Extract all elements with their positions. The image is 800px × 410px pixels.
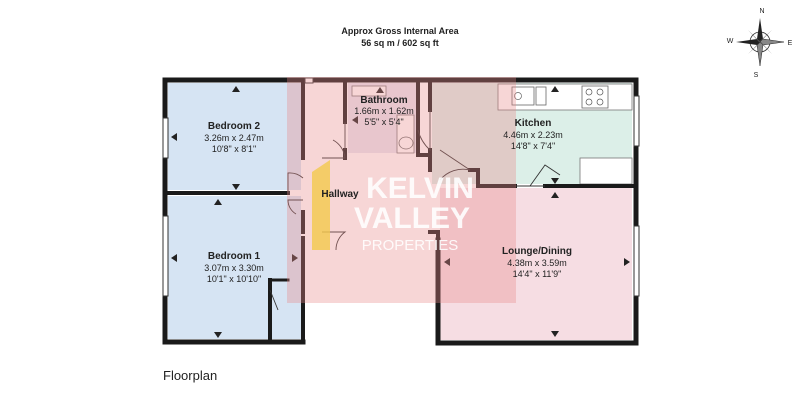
bedroom-2-name: Bedroom 2 xyxy=(208,121,261,132)
bedroom-1-name: Bedroom 1 xyxy=(208,251,261,262)
bedroom-2-area xyxy=(168,83,301,190)
compass-w: W xyxy=(727,38,734,45)
compass-n: N xyxy=(759,8,764,15)
watermark-line-3: PROPERTIES xyxy=(362,237,458,254)
hob xyxy=(581,85,609,109)
kitchen-name: Kitchen xyxy=(515,118,552,129)
bath xyxy=(351,85,387,97)
lounge-area xyxy=(440,188,632,340)
bedroom-2-imperial: 10'8" x 8'1" xyxy=(212,144,256,154)
walls xyxy=(162,77,639,346)
dimension-markers xyxy=(171,86,630,338)
compass-rose-icon: N E S W xyxy=(727,8,793,79)
sink xyxy=(511,86,535,106)
bathroom-metric: 1.66m x 1.62m xyxy=(354,106,414,116)
kitchen-metric: 4.46m x 2.23m xyxy=(503,130,563,140)
lounge-imperial: 14'4" x 11'9" xyxy=(513,269,562,279)
room-labels: Bedroom 2 3.26m x 2.47m 10'8" x 8'1" Bed… xyxy=(204,95,572,284)
bedroom-1-area xyxy=(168,196,301,339)
watermark-line-2: VALLEY xyxy=(354,202,470,235)
hallway-name: Hallway xyxy=(321,189,359,200)
windows xyxy=(162,77,640,297)
watermark: KELVIN VALLEY PROPERTIES xyxy=(287,77,516,303)
kitchen-imperial: 14'8" x 7'4" xyxy=(511,141,555,151)
lounge-name: Lounge/Dining xyxy=(502,246,572,257)
floorplan-caption: Floorplan xyxy=(163,368,218,383)
kitchen-counter xyxy=(579,157,633,185)
toilet xyxy=(398,136,414,150)
bathroom-name: Bathroom xyxy=(360,95,407,106)
area-header: Approx Gross Internal Area 56 sq m / 602… xyxy=(300,25,500,49)
doors xyxy=(269,110,561,311)
bathroom-imperial: 5'5" x 5'4" xyxy=(364,117,403,127)
bedroom-1-imperial: 10'1" x 10'10" xyxy=(207,274,261,284)
bedroom-2-metric: 3.26m x 2.47m xyxy=(204,133,264,143)
area-value: 56 sq m / 602 sq ft xyxy=(361,38,439,48)
lounge-metric: 4.38m x 3.59m xyxy=(507,258,567,268)
area-title: Approx Gross Internal Area xyxy=(341,26,459,36)
compass-s: S xyxy=(754,72,759,79)
bedroom-1-metric: 3.07m x 3.30m xyxy=(204,263,264,273)
watermark-line-1: KELVIN xyxy=(366,172,474,205)
compass-e: E xyxy=(788,40,793,47)
